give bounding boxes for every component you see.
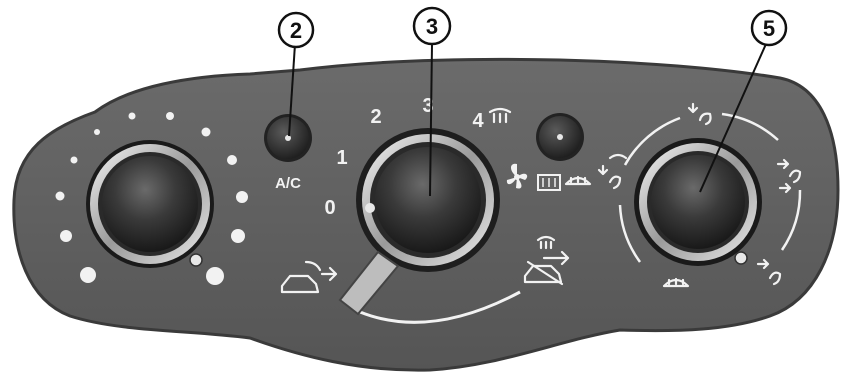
temperature-knob[interactable] <box>86 140 214 268</box>
ac-label: A/C <box>275 175 301 192</box>
recirculation-button[interactable] <box>536 113 584 161</box>
callout-2-number: 2 <box>290 18 302 43</box>
distribution-knob-pointer <box>735 252 747 264</box>
ac-indicator-led <box>285 135 291 141</box>
fan-speed-1-label: 1 <box>336 147 347 169</box>
fan-speed-4-label: 4 <box>472 110 484 132</box>
callout-5-number: 5 <box>763 16 775 41</box>
temperature-knob-pointer <box>190 254 202 266</box>
callout-3-number: 3 <box>426 14 438 39</box>
recirculation-indicator-led <box>557 134 563 140</box>
fan-speed-0-label: 0 <box>324 197 335 219</box>
fan-knob-pointer <box>365 203 375 213</box>
fan-speed-2-label: 2 <box>370 106 381 128</box>
fan-knob[interactable] <box>356 128 500 272</box>
distribution-knob[interactable] <box>634 138 762 266</box>
ac-button[interactable] <box>264 114 312 162</box>
